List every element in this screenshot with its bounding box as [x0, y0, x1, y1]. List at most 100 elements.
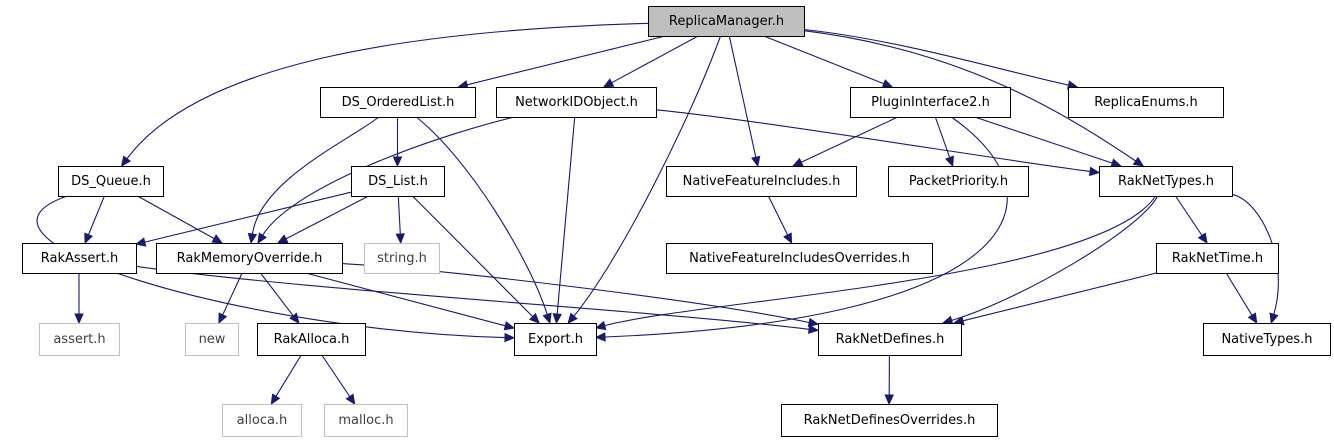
edge-arrowhead [791, 157, 804, 167]
edge-ds_list-to-rakassert [134, 191, 352, 247]
node-box [156, 243, 343, 274]
edge-plugininterface2-to-nativefeatureincludes [791, 116, 899, 167]
edge-arrowhead [395, 233, 405, 245]
node-raknettypes[interactable]: RakNetTypes.h [1099, 166, 1233, 197]
edge-ds_orderedlist-to-export [415, 116, 552, 325]
edge-rakalloca-to-malloc [321, 354, 356, 406]
edge-raknettypes-to-nativetypes [1231, 193, 1279, 325]
edge-arrowhead [945, 155, 954, 168]
node-box [850, 87, 1011, 118]
node-label: string.h [377, 251, 427, 266]
edge-plugininterface2-to-raknettypes [974, 116, 1122, 168]
node-box [888, 166, 1029, 197]
node-replicamanager[interactable]: ReplicaManager.h [648, 6, 805, 37]
edge-replicamanager-to-replicaenums [803, 28, 1079, 90]
edge-arrowhead [602, 78, 615, 88]
edge-nativefeatureincludes-to-nativefeatureincludesoverrides [767, 195, 793, 245]
edge-line [1225, 272, 1253, 316]
edge-line [803, 28, 1069, 86]
edge-line [962, 272, 1157, 322]
node-label: NativeFeatureIncludes.h [683, 174, 841, 189]
edge-plugininterface2-to-packetpriority [934, 116, 954, 168]
edge-rakalloca-to-alloca [270, 354, 302, 406]
edge-ds_list-to-string [395, 195, 405, 245]
edge-line [222, 272, 243, 316]
edge-arrowhead [1110, 158, 1122, 168]
edge-arrowhead [120, 155, 132, 167]
edge-arrowhead [567, 312, 578, 324]
edge-line [803, 30, 1137, 162]
edge-arrowhead [211, 234, 224, 244]
node-label: DS_List.h [368, 174, 428, 189]
node-ds-list[interactable]: DS_List.h [351, 166, 445, 197]
edge-line [1231, 193, 1279, 315]
node-rakmemoryoverride[interactable]: RakMemoryOverride.h [156, 243, 343, 274]
node-label: DS_OrderedList.h [342, 95, 455, 110]
edge-raknettypes-to-raknetdefines [941, 195, 1159, 325]
node-assert: assert.h [39, 323, 120, 356]
node-label: alloca.h [237, 413, 288, 428]
node-label: RakNetTypes.h [1118, 174, 1214, 189]
node-new: new [185, 323, 239, 356]
edge-line [137, 195, 215, 240]
node-box [320, 87, 476, 118]
node-raknettime[interactable]: RakNetTime.h [1156, 243, 1279, 274]
node-ds-queue[interactable]: DS_Queue.h [58, 166, 164, 197]
edge-ds_queue-to-rakmemoryoverride [137, 195, 224, 244]
edge-arrowhead [1247, 312, 1258, 325]
node-box [324, 404, 408, 437]
node-nativetypes[interactable]: NativeTypes.h [1203, 323, 1331, 356]
node-label: assert.h [53, 332, 105, 347]
edge-arrowhead [504, 332, 516, 343]
edge-rakmemoryoverride-to-export [305, 272, 516, 331]
node-raknetdefines[interactable]: RakNetDefines.h [818, 323, 962, 356]
edge-arrowhead [1197, 232, 1208, 245]
edge-arrowhead [247, 232, 258, 245]
edge-arrowhead [270, 393, 281, 406]
edge-networkidobject-to-raknettypes [655, 109, 1101, 177]
edge-line [573, 35, 722, 317]
edge-arrowhead [74, 313, 84, 325]
edge-line [412, 195, 534, 317]
node-label: RakAlloca.h [274, 332, 350, 347]
node-networkidobject[interactable]: NetworkIDObject.h [496, 87, 657, 118]
node-label: DS_Queue.h [71, 174, 151, 189]
edge-arrowhead [529, 312, 540, 324]
node-label: RakMemoryOverride.h [177, 251, 323, 266]
node-rakassert[interactable]: RakAssert.h [22, 243, 137, 274]
node-box [666, 166, 857, 197]
edge-line [556, 116, 576, 315]
node-box [1099, 166, 1233, 197]
edge-line [321, 354, 351, 397]
edge-arrowhead [594, 320, 607, 331]
edge-arrowhead [503, 321, 516, 331]
edge-arrowhead [1269, 312, 1279, 325]
node-export[interactable]: Export.h [514, 323, 597, 356]
edge-arrowhead [807, 317, 820, 328]
node-malloc: malloc.h [324, 404, 408, 437]
edge-arrowhead [884, 394, 894, 406]
node-string: string.h [364, 243, 440, 274]
node-nativefeatureincludesoverrides[interactable]: NativeFeatureIncludesOverrides.h [666, 243, 933, 274]
edge-rakassert-to-assert [74, 273, 84, 325]
edge-networkidobject-to-export [552, 116, 576, 325]
edge-ds_list-to-export [412, 195, 540, 324]
node-ds-orderedlist[interactable]: DS_OrderedList.h [320, 87, 476, 118]
nodes-layer: ReplicaManager.hDS_OrderedList.h NetworkI… [22, 6, 1331, 437]
node-nativefeatureincludes[interactable]: NativeFeatureIncludes.h [666, 166, 857, 197]
node-replicaenums[interactable]: ReplicaEnums.h [1068, 87, 1224, 118]
edge-arrowhead [289, 312, 300, 324]
edge-line [305, 272, 506, 327]
edge-line [800, 116, 899, 163]
node-box [514, 323, 597, 356]
edge-arrowhead [881, 79, 894, 88]
node-packetpriority[interactable]: PacketPriority.h [888, 166, 1029, 197]
node-rakalloca[interactable]: RakAlloca.h [257, 323, 366, 356]
edge-ds_queue-to-export [36, 195, 516, 343]
node-box [58, 166, 164, 197]
node-plugininterface2[interactable]: PluginInterface2.h [850, 87, 1011, 118]
node-box [22, 243, 137, 274]
edge-raknettime-to-raknetdefines [952, 272, 1157, 326]
node-raknetdefinesoverrides[interactable]: RakNetDefinesOverrides.h [781, 404, 998, 437]
edge-line [415, 116, 548, 315]
